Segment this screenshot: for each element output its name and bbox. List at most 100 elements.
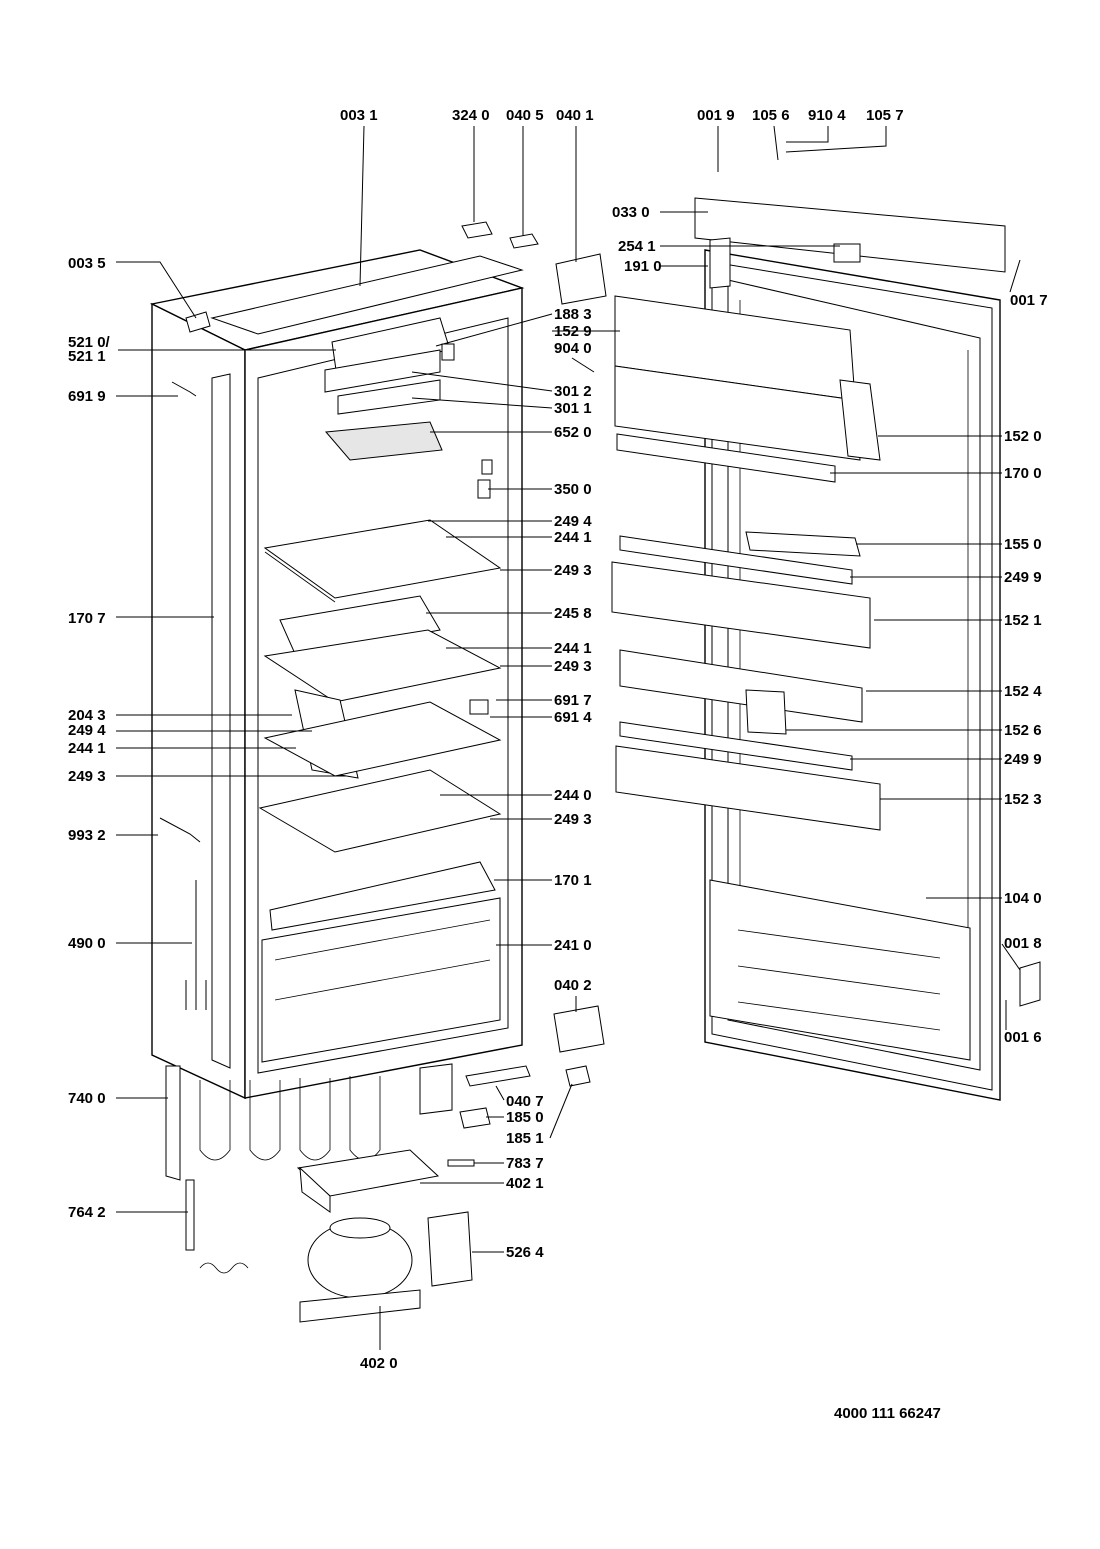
callout-label-3240: 324 0 [452,107,490,124]
callout-label-1521: 152 1 [1004,612,1042,629]
leader-line-0035 [116,261,197,319]
callout-label-2441: 244 1 [554,640,592,657]
callout-label-0018: 001 8 [1004,935,1042,952]
leader-line-1883 [435,313,553,347]
callout-label-2458: 245 8 [554,605,592,622]
callout-label-0330: 033 0 [612,204,650,221]
top-parts [185,221,607,333]
callout-label-2494: 249 4 [68,722,106,739]
leader-line-9104 [786,126,829,143]
crisper-drawer-2410 [261,897,501,1063]
callout-label-9932: 993 2 [68,827,106,844]
callout-label-9104: 910 4 [808,107,846,124]
capillary-7642 [185,1179,249,1274]
callout-label-3011: 301 1 [554,400,592,417]
callout-label-2440: 244 0 [554,787,592,804]
callout-label-4021: 402 1 [506,1175,544,1192]
callout-label-6917: 691 7 [554,692,592,709]
callout-label-2541: 254 1 [618,238,656,255]
leader-line-0018 [1001,943,1021,971]
shelf-divider-2043 [263,689,502,779]
callout-label-0405: 040 5 [506,107,544,124]
callout-label-0402: 040 2 [554,977,592,994]
callout-label-6520: 652 0 [554,424,592,441]
callout-label-1910: 191 0 [624,258,662,275]
evap-tray-4021 [296,1149,440,1213]
callout-label-2493: 249 3 [554,658,592,675]
callout-label-4020: 402 0 [360,1355,398,1372]
relay-5264 [427,1211,473,1287]
callout-label-2493: 249 3 [554,562,592,579]
leader-line-0017 [1009,259,1021,293]
callout-label-1057: 105 7 [866,107,904,124]
callout-label-7837: 783 7 [506,1155,544,1172]
callout-label-2410: 241 0 [554,937,592,954]
leader-line-3011 [411,397,553,409]
doc-number: 4000 111 66247 [834,1405,941,1422]
leader-line-1851 [549,1083,573,1139]
callout-label-0031: 003 1 [340,107,378,124]
hinge-parts-bottom [447,1005,605,1167]
door-parts [611,237,1041,1061]
callout-label-1883: 188 3 [554,306,592,323]
callout-label-6914: 691 4 [554,709,592,726]
leader-line-0031 [359,125,365,287]
callout-label-7642: 764 2 [68,1204,106,1221]
callout-label-1701: 170 1 [554,872,592,889]
condenser-7400 [165,1063,453,1181]
dairy-compartment-1529 [614,295,881,461]
callout-label-0016: 001 6 [1004,1029,1042,1046]
callout-label-3500: 350 0 [554,481,592,498]
leader-line-0407 [495,1085,505,1101]
part-labels: 003 1 324 0 040 5 040 1 001 9 105 6 910 4 105 7… [68,107,1048,1372]
callout-label-2494: 249 4 [554,513,592,530]
callout-label-4900: 490 0 [68,935,106,952]
callout-label-1040: 104 0 [1004,890,1042,907]
leader-line-1056 [773,125,779,161]
callout-label-1700: 170 0 [1004,465,1042,482]
callout-label-2499: 249 9 [1004,569,1042,586]
parts-left-side [159,381,489,1010]
leader-line-9040 [571,357,595,373]
shelf-2440 [258,769,502,853]
leader-line-1057 [785,126,887,153]
crisper-cover-1701 [269,861,496,931]
callout-label-1851: 185 1 [506,1130,544,1147]
leader-line-3012 [411,371,553,392]
callout-label-1523: 152 3 [1004,791,1042,808]
callout-label-0035: 003 5 [68,255,106,272]
callout-label-2493: 249 3 [554,811,592,828]
callout-label-5211: 521 1 [68,348,106,365]
callout-label-1520: 152 0 [1004,428,1042,445]
control-panel-5210 [331,317,455,371]
callout-label-3012: 301 2 [554,383,592,400]
leader-lines [116,125,1021,1350]
callout-label-1850: 185 0 [506,1109,544,1126]
callout-label-1526: 152 6 [1004,722,1042,739]
callout-label-6919: 691 9 [68,388,106,405]
compressor-4020 [299,1217,421,1323]
callout-label-0019: 001 9 [697,107,735,124]
callout-label-5264: 526 4 [506,1244,544,1261]
callout-label-0401: 040 1 [556,107,594,124]
callout-label-1550: 155 0 [1004,536,1042,553]
callout-label-5210: 521 0/ [68,334,111,351]
callout-label-0407: 040 7 [506,1093,544,1110]
callout-label-7400: 740 0 [68,1090,106,1107]
callout-label-2441: 244 1 [68,740,106,757]
callout-label-1056: 105 6 [752,107,790,124]
callout-label-2441: 244 1 [554,529,592,546]
callout-label-0017: 001 7 [1010,292,1048,309]
callout-label-9040: 904 0 [554,340,592,357]
door-bracket-0330 [694,197,1006,273]
callout-label-1524: 152 4 [1004,683,1042,700]
shelf-upper [263,519,502,603]
callout-label-2499: 249 9 [1004,751,1042,768]
callout-label-1529: 152 9 [554,323,592,340]
bottle-rack-2458 [263,595,502,703]
callout-label-2493: 249 3 [68,768,106,785]
callout-label-1707: 170 7 [68,610,106,627]
callout-label-2043: 204 3 [68,707,106,724]
lamp-6520 [324,421,443,461]
